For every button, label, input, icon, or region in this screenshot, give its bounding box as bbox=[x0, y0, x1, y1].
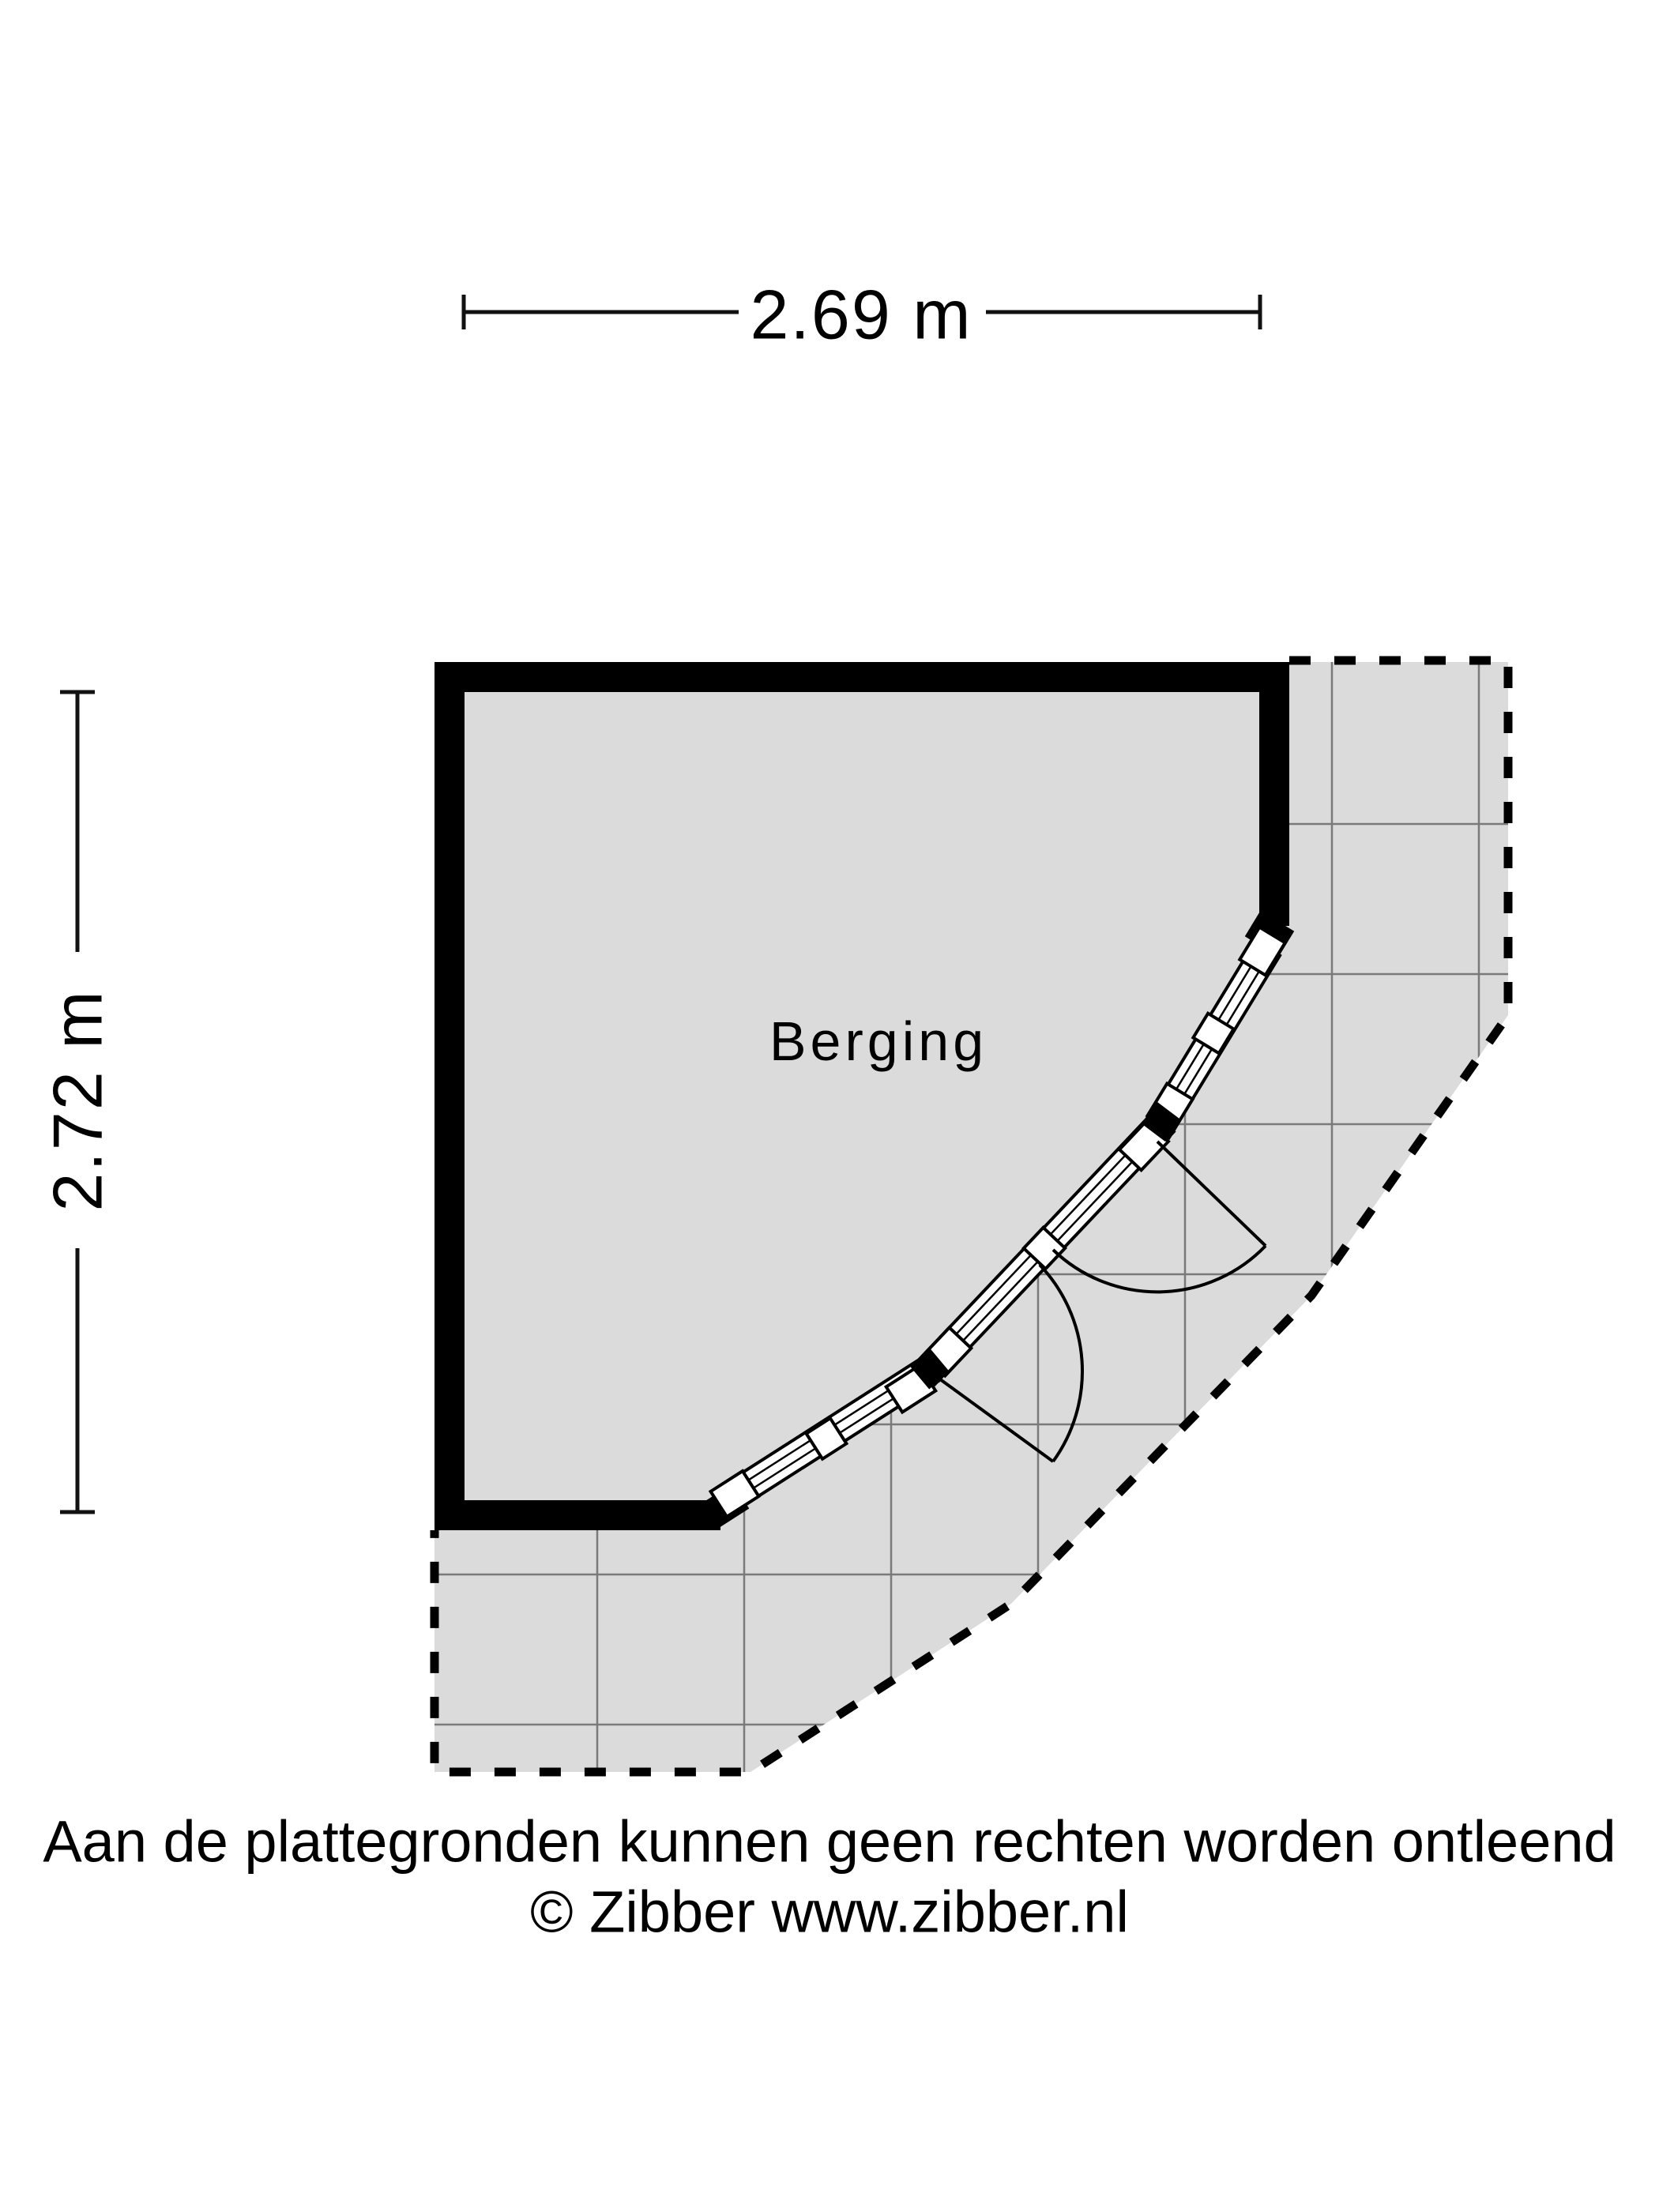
dimension-width-label: 2.69 m bbox=[750, 276, 972, 354]
door-leaf-lower bbox=[927, 1369, 1055, 1463]
window-sill bbox=[708, 1469, 762, 1519]
dimension-height-label: 2.72 m bbox=[39, 989, 117, 1211]
window-mullion bbox=[1191, 1011, 1236, 1055]
dimension-height bbox=[60, 690, 95, 1514]
room-walls bbox=[434, 662, 1289, 1530]
lot-boundary-dashed bbox=[430, 656, 1513, 1777]
door-swings bbox=[927, 1140, 1267, 1463]
door-arc-upper bbox=[1051, 1244, 1267, 1294]
door-arc-lower bbox=[1038, 1263, 1084, 1463]
footer-disclaimer: Aan de plattegronden kunnen geen rechten… bbox=[43, 1809, 1616, 1875]
room-label: Berging bbox=[769, 1010, 988, 1072]
dimension-width bbox=[461, 295, 1262, 329]
door-hinge-block-upper bbox=[1141, 1101, 1182, 1142]
window-sill bbox=[1237, 924, 1288, 978]
window-mullion bbox=[1021, 1225, 1067, 1271]
room-floor bbox=[465, 692, 1265, 1500]
footer-copyright: © Zibber www.zibber.nl bbox=[530, 1879, 1129, 1945]
door-leaf-upper bbox=[1156, 1140, 1267, 1247]
window-mullion bbox=[803, 1416, 849, 1462]
